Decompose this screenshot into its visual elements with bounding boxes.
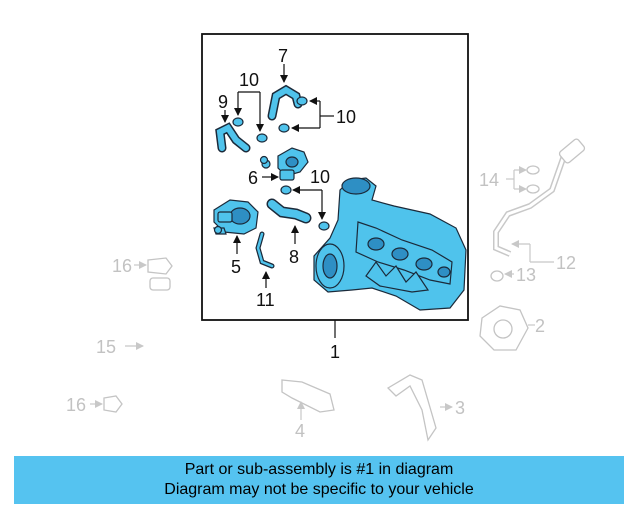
callout-2: 2 bbox=[535, 316, 545, 336]
callout-12: 12 bbox=[556, 253, 576, 273]
oil-line-part-12[interactable] bbox=[493, 138, 586, 257]
hose-part-9[interactable] bbox=[215, 122, 251, 153]
gasket-part-16-lower[interactable] bbox=[103, 395, 123, 413]
clamp-part-10[interactable] bbox=[232, 96, 330, 231]
callout-10-right: 10 bbox=[336, 107, 356, 127]
valve-part-6[interactable] bbox=[261, 147, 309, 181]
gasket-part-2[interactable] bbox=[479, 305, 529, 351]
callout-11: 11 bbox=[256, 290, 275, 310]
callout-13: 13 bbox=[516, 265, 536, 285]
callout-16-upper: 16 bbox=[112, 256, 132, 276]
washer-part-13[interactable] bbox=[490, 270, 504, 282]
hose-part-7[interactable] bbox=[267, 84, 303, 121]
callout-14: 14 bbox=[479, 170, 499, 190]
bracket-part-3[interactable] bbox=[386, 374, 437, 442]
parts-diagram: 2 3 4 15 16 16 14 12 bbox=[66, 33, 586, 442]
info-banner: Part or sub-assembly is #1 in diagram Di… bbox=[14, 456, 624, 504]
washer-part-14[interactable] bbox=[526, 165, 540, 194]
banner-line-2: Diagram may not be specific to your vehi… bbox=[164, 481, 474, 498]
callout-10-middle: 10 bbox=[310, 167, 330, 187]
hose-part-11[interactable] bbox=[255, 231, 275, 269]
callout-3: 3 bbox=[455, 398, 465, 418]
bolt-part[interactable] bbox=[213, 155, 269, 235]
callout-10-top-left: 10 bbox=[239, 70, 259, 90]
callout-8: 8 bbox=[289, 247, 299, 267]
callout-5: 5 bbox=[231, 257, 241, 277]
callout-1: 1 bbox=[330, 342, 340, 362]
callout-9: 9 bbox=[218, 92, 228, 112]
oil-pipe-part-15[interactable] bbox=[127, 277, 171, 404]
gasket-part-16-upper[interactable] bbox=[147, 257, 173, 275]
callout-7: 7 bbox=[278, 46, 288, 66]
callout-15: 15 bbox=[96, 337, 116, 357]
hose-part-8[interactable] bbox=[266, 198, 312, 224]
bracket-part-4[interactable] bbox=[281, 379, 335, 413]
callout-4: 4 bbox=[295, 421, 305, 441]
turbocharger-manifold-part-1[interactable] bbox=[313, 177, 467, 311]
callout-16-lower: 16 bbox=[66, 395, 86, 415]
callout-6: 6 bbox=[248, 168, 258, 188]
banner-line-1: Part or sub-assembly is #1 in diagram bbox=[184, 461, 454, 478]
